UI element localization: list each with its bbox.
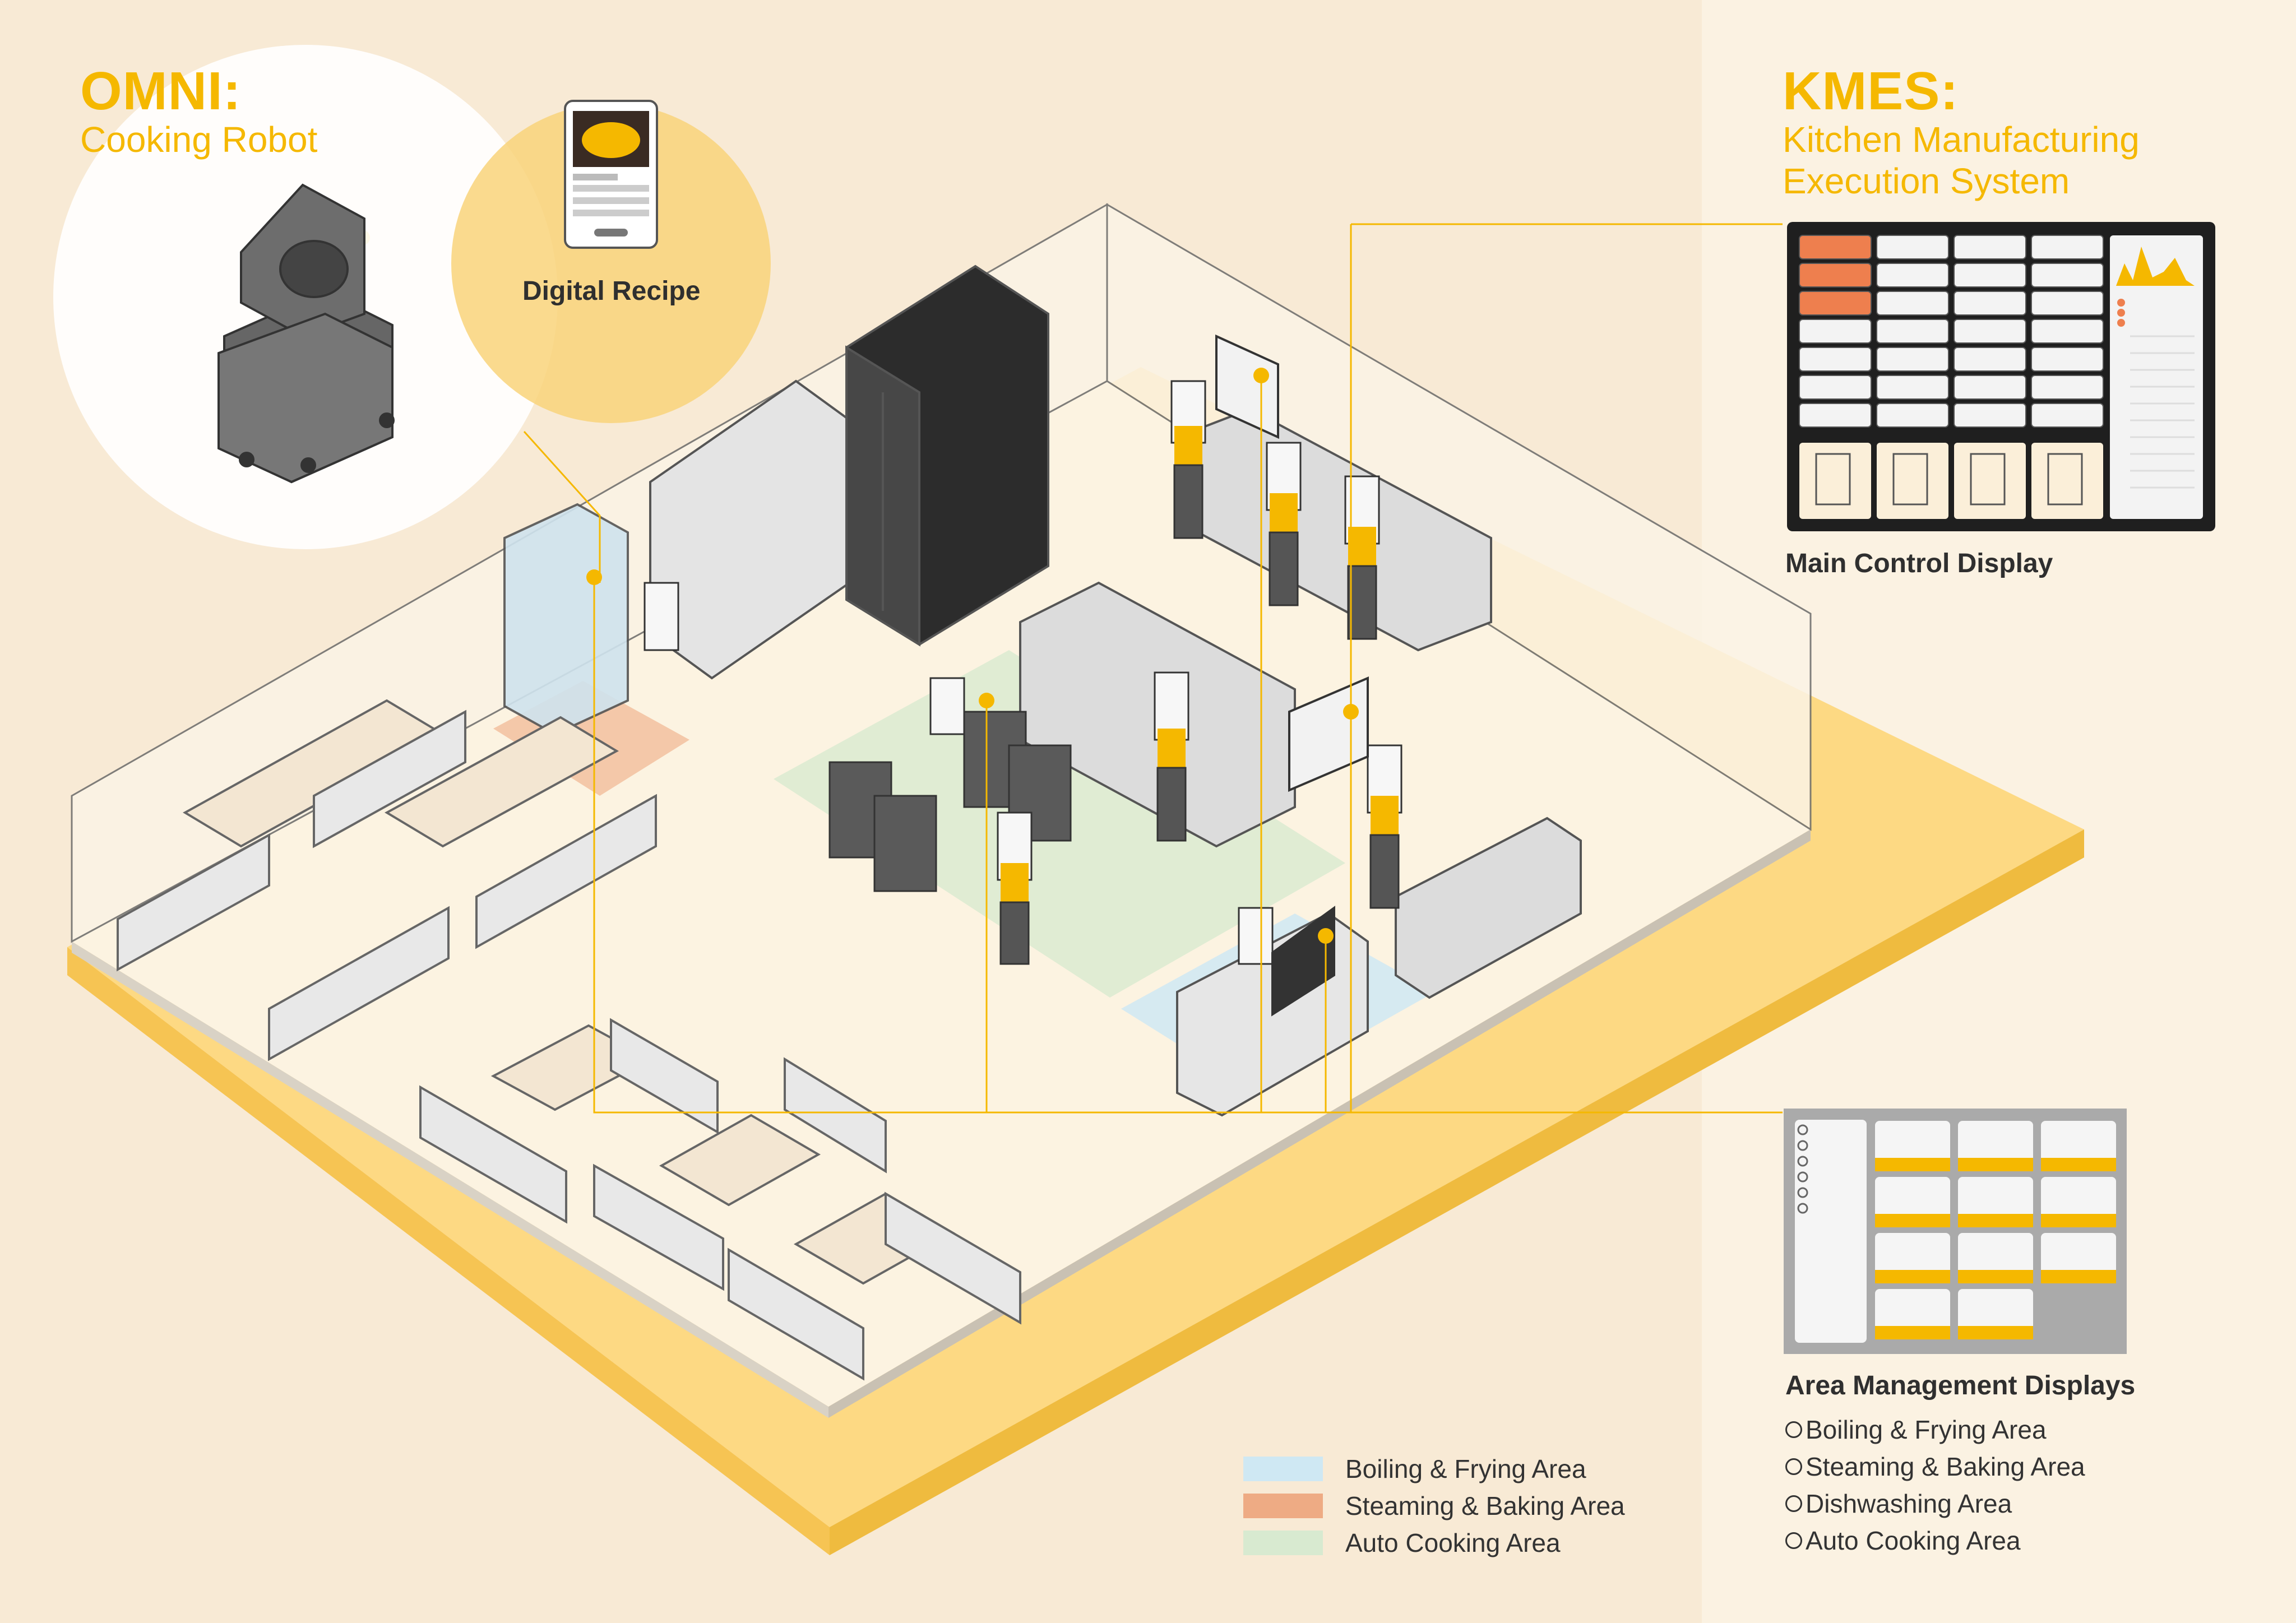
legend-swatch-boiling-frying <box>1243 1457 1323 1481</box>
area-list-item: Boiling & Frying Area <box>1785 1411 2085 1448</box>
refrigerators <box>649 265 1049 680</box>
chefs <box>644 380 1402 965</box>
digital-recipe-label: Digital Recipe <box>522 276 701 306</box>
omni-title: OMNI: <box>80 61 242 121</box>
circle-bullet-icon <box>1785 1532 1802 1549</box>
main-control-display-label: Main Control Display <box>1785 549 2053 578</box>
legend-label: Auto Cooking Area <box>1345 1528 1561 1557</box>
main-display-sidepanel <box>2110 235 2203 519</box>
legend-item: Steaming & Baking Area <box>1243 1487 1625 1524</box>
area-list-item-label: Steaming & Baking Area <box>1806 1452 2085 1481</box>
legend-swatch-steaming-baking <box>1243 1494 1323 1518</box>
legend-swatch-auto-cooking <box>1243 1531 1323 1555</box>
legend-label: Boiling & Frying Area <box>1345 1454 1586 1483</box>
main-display-grid <box>1799 235 2104 428</box>
legend-item: Auto Cooking Area <box>1243 1524 1625 1561</box>
steam-oven <box>503 503 629 736</box>
area-management-displays-label: Area Management Displays <box>1785 1371 2136 1401</box>
area-list-item: Steaming & Baking Area <box>1785 1448 2085 1485</box>
omni-subtitle: Cooking Robot <box>80 119 318 160</box>
dining-area <box>117 699 1021 1381</box>
zone-legend: Boiling & Frying Area Steaming & Baking … <box>1243 1450 1625 1561</box>
omni-robot-illustration <box>217 183 395 484</box>
kmes-subtitle-line1: Kitchen Manufacturing <box>1783 119 2140 160</box>
area-list-item: Dishwashing Area <box>1785 1485 2085 1522</box>
counters <box>1019 407 1582 1117</box>
digital-recipe-tablet <box>564 100 658 249</box>
area-list-item-label: Auto Cooking Area <box>1806 1526 2021 1555</box>
main-control-display <box>1787 222 2215 531</box>
recipe-callout-bubble <box>451 104 771 423</box>
circle-bullet-icon <box>1785 1458 1802 1475</box>
kmes-subtitle-line2: Execution System <box>1783 161 2070 201</box>
area-list-item-label: Boiling & Frying Area <box>1806 1415 2047 1444</box>
connector-lines <box>523 223 1783 1114</box>
main-display-robot-tiles <box>1799 443 2103 519</box>
kmes-title: KMES: <box>1783 61 1959 121</box>
circle-bullet-icon <box>1785 1421 1802 1438</box>
area-list-item-label: Dishwashing Area <box>1806 1489 2012 1518</box>
area-management-display <box>1784 1109 2127 1354</box>
legend-item: Boiling & Frying Area <box>1243 1450 1625 1487</box>
circle-bullet-icon <box>1785 1495 1802 1512</box>
area-list-item: Auto Cooking Area <box>1785 1522 2085 1559</box>
legend-label: Steaming & Baking Area <box>1345 1491 1625 1520</box>
area-list: Boiling & Frying Area Steaming & Baking … <box>1785 1411 2085 1559</box>
